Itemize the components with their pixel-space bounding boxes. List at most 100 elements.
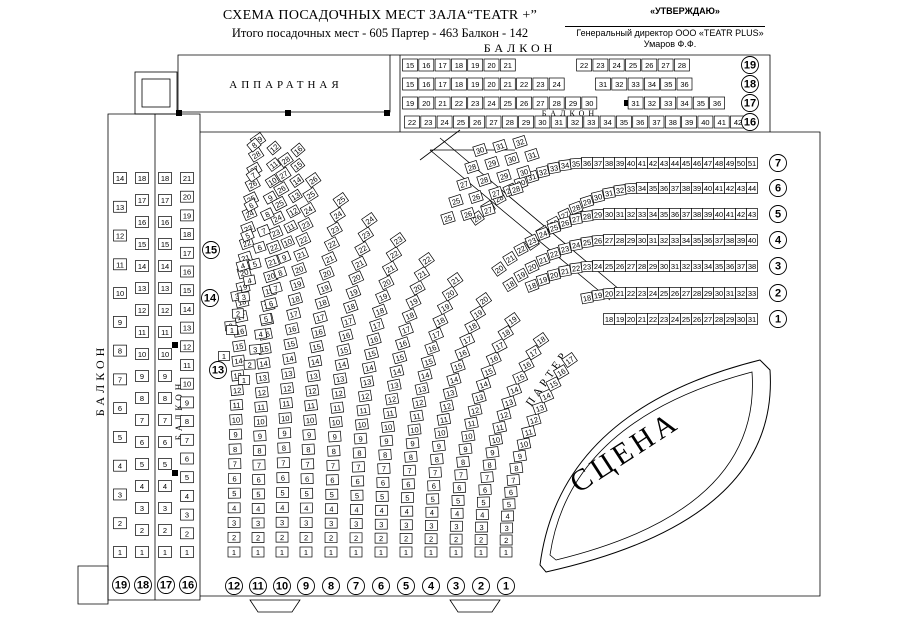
seat[interactable]: 4	[180, 490, 194, 502]
seat[interactable]: 11	[464, 416, 479, 430]
seat[interactable]: 3	[251, 517, 265, 529]
seat[interactable]: 23	[389, 231, 407, 249]
seat[interactable]: 16	[424, 340, 440, 356]
seat[interactable]: 15	[512, 369, 529, 385]
seat[interactable]: 23	[357, 226, 375, 243]
seat[interactable]: 12	[467, 403, 483, 417]
seat[interactable]: 33	[624, 182, 638, 195]
seat[interactable]: 16	[284, 322, 300, 336]
seat[interactable]: 27	[657, 58, 674, 72]
seat[interactable]: 11	[492, 420, 508, 434]
seat[interactable]: 12	[305, 384, 320, 397]
seat[interactable]: 18	[401, 308, 418, 324]
seat[interactable]: 12	[285, 204, 301, 219]
seat[interactable]: 12	[113, 229, 127, 242]
seat[interactable]: 17	[340, 314, 356, 329]
seat[interactable]: 30	[504, 151, 520, 167]
seat[interactable]: 19	[535, 272, 551, 287]
seat[interactable]: 5	[135, 458, 149, 470]
seat[interactable]: 3	[237, 291, 251, 303]
seat[interactable]: 8	[430, 453, 444, 466]
seat[interactable]: 16	[366, 332, 382, 347]
seat[interactable]: 7	[256, 224, 271, 238]
seat[interactable]: 1	[226, 325, 238, 336]
seat[interactable]: 2	[227, 531, 241, 543]
seat[interactable]: 2	[424, 533, 438, 545]
seat[interactable]: 16	[158, 216, 172, 228]
seat[interactable]: 25	[603, 260, 615, 272]
seat[interactable]: 15	[392, 350, 408, 365]
seat[interactable]: 30	[658, 260, 670, 272]
seat[interactable]: 9	[135, 370, 149, 382]
seat[interactable]: 5	[180, 471, 194, 484]
seat[interactable]: 5	[259, 312, 273, 325]
seat[interactable]: 36	[702, 234, 714, 246]
seat[interactable]: 13	[414, 382, 430, 396]
seat[interactable]: 40	[625, 157, 637, 169]
seat[interactable]: 18	[451, 77, 467, 91]
seat[interactable]: 18	[580, 291, 594, 305]
seat[interactable]: 9	[485, 446, 500, 459]
seat[interactable]: 5	[325, 488, 339, 500]
seat[interactable]: 25	[658, 287, 670, 299]
seat[interactable]: 45	[680, 157, 692, 169]
seat[interactable]: 3	[299, 517, 313, 529]
seat[interactable]: 33	[691, 260, 703, 272]
seat[interactable]: 27	[532, 96, 549, 110]
seat[interactable]: 1	[399, 546, 413, 558]
seat[interactable]: 1	[374, 546, 388, 558]
seat[interactable]: 22	[354, 241, 371, 257]
seat[interactable]: 44	[746, 182, 758, 194]
seat[interactable]: 28	[548, 96, 565, 110]
seat[interactable]: 25	[625, 58, 641, 72]
seat[interactable]: 12	[230, 384, 244, 397]
seat[interactable]: 15	[135, 238, 149, 250]
seat[interactable]: 14	[289, 173, 305, 188]
seat[interactable]: 5	[113, 431, 127, 443]
seat[interactable]: 32	[611, 77, 628, 91]
seat[interactable]: 12	[158, 304, 172, 316]
seat[interactable]: 15	[290, 157, 306, 173]
seat[interactable]: 23	[532, 77, 549, 91]
seat[interactable]: 26	[516, 96, 532, 110]
seat[interactable]: 12	[135, 304, 149, 316]
seat[interactable]: 13	[501, 395, 517, 410]
seat[interactable]: 2	[275, 531, 289, 543]
seat[interactable]: 2	[374, 532, 388, 544]
seat[interactable]: 21	[499, 58, 516, 72]
seat[interactable]: 27	[603, 234, 615, 246]
seat[interactable]: 11	[180, 359, 194, 371]
seat[interactable]: 1	[499, 546, 513, 558]
seat[interactable]: 1	[275, 546, 289, 558]
seat[interactable]: 41	[713, 115, 730, 129]
seat[interactable]: 37	[680, 208, 692, 220]
seat[interactable]: 6	[300, 473, 314, 485]
seat[interactable]: 2	[299, 531, 313, 543]
seat[interactable]: 16	[485, 351, 502, 367]
seat[interactable]: 39	[614, 157, 626, 169]
seat[interactable]: 30	[713, 287, 725, 299]
seat[interactable]: 27	[680, 287, 692, 299]
seat[interactable]: 7	[454, 468, 468, 481]
seat[interactable]: 25	[302, 186, 319, 203]
seat[interactable]: 16	[418, 77, 435, 91]
seat[interactable]: 23	[592, 58, 609, 72]
seat[interactable]: 11	[229, 399, 244, 411]
seat[interactable]: 24	[608, 58, 625, 72]
seat[interactable]: 1	[158, 546, 172, 558]
seat[interactable]: 3	[349, 518, 363, 530]
seat[interactable]: 15	[402, 77, 418, 91]
seat[interactable]: 15	[309, 340, 324, 354]
seat[interactable]: 32	[512, 134, 528, 150]
seat[interactable]: 29	[565, 96, 581, 110]
seat[interactable]: 24	[548, 77, 565, 91]
seat[interactable]: 7	[428, 466, 442, 479]
seat[interactable]: 27	[702, 313, 714, 325]
seat[interactable]: 1	[424, 546, 438, 558]
seat[interactable]: 10	[381, 420, 395, 433]
seat[interactable]: 36	[709, 96, 725, 110]
seat[interactable]: 26	[469, 115, 486, 129]
seat[interactable]: 7	[113, 373, 127, 386]
seat[interactable]: 2	[231, 308, 245, 319]
seat[interactable]: 18	[371, 303, 388, 319]
